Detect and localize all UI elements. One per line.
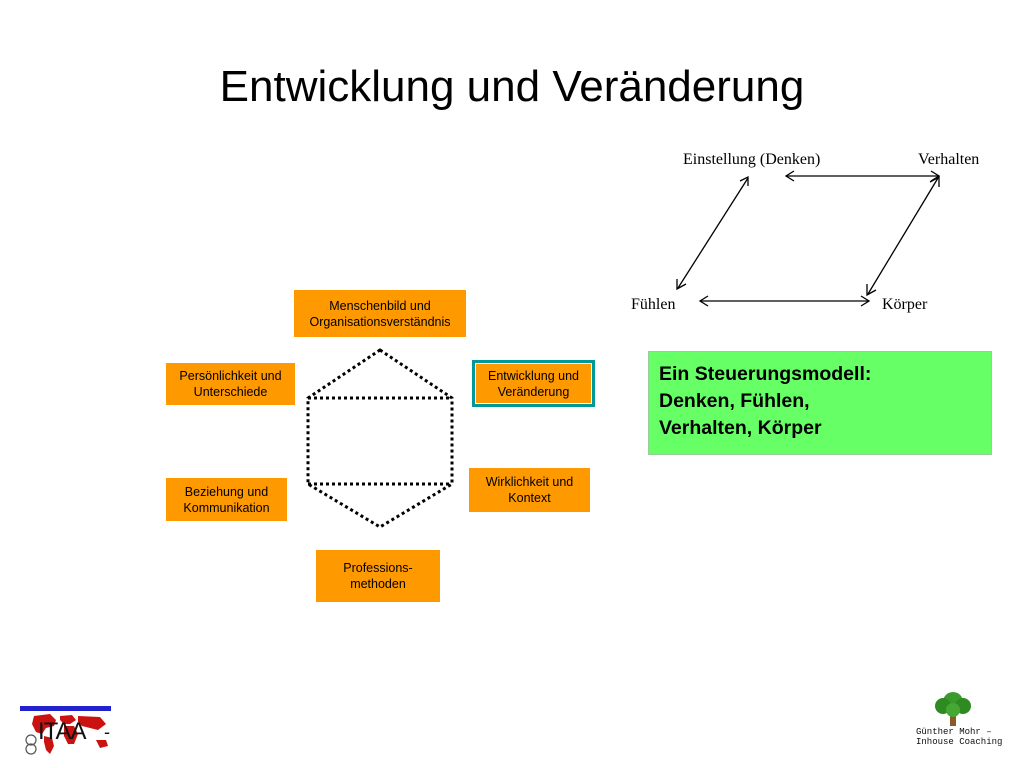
itaa-logo-dash: - — [104, 722, 110, 742]
steuerungsmodell-box: Ein Steuerungsmodell: Denken, Fühlen, Ve… — [648, 351, 992, 455]
box-persoenlichkeit: Persönlichkeit und Unterschiede — [166, 363, 295, 405]
steuerungsmodell-line2: Denken, Fühlen, — [659, 390, 810, 412]
steuerungsmodell-line1: Ein Steuerungsmodell: — [659, 363, 872, 385]
itaa-world-map-icon — [25, 714, 108, 755]
box-profession: Professions-methoden — [316, 550, 440, 602]
mohr-coaching-text: Günther Mohr – Inhouse Coaching — [916, 727, 1002, 747]
box-beziehung: Beziehung und Kommunikation — [166, 478, 287, 521]
steuerungsmodell-line3: Verhalten, Körper — [659, 417, 822, 439]
label-fuehlen: Fühlen — [631, 296, 676, 313]
slide-title: Entwicklung und Veränderung — [219, 62, 805, 111]
label-verhalten: Verhalten — [918, 151, 980, 168]
arrow-verhalten-koerper — [867, 177, 939, 295]
box-profession-label: Professions-methoden — [343, 561, 413, 591]
arrow-einstellung-fuehlen — [677, 177, 749, 289]
mohr-coaching-line1: Günther Mohr – — [916, 727, 992, 737]
box-menschenbild-label: Menschenbild und Organisationsverständni… — [309, 298, 451, 329]
label-einstellung: Einstellung (Denken) — [683, 151, 821, 168]
box-persoenlichkeit-label: Persönlichkeit und Unterschiede — [179, 369, 282, 399]
footer-blue-bar — [20, 706, 111, 711]
box-beziehung-label: Beziehung und Kommunikation — [183, 484, 270, 515]
box-entwicklung: Entwicklung und Veränderung — [472, 360, 595, 407]
box-entwicklung-label: Entwicklung und Veränderung — [487, 368, 580, 399]
tree-logo-icon — [935, 692, 971, 726]
box-wirklichkeit-label: Wirklichkeit und Kontext — [485, 475, 574, 505]
itaa-logo-text: ITAA — [38, 718, 87, 745]
box-menschenbild: Menschenbild und Organisationsverständni… — [294, 290, 466, 337]
label-koerper: Körper — [882, 296, 928, 313]
box-wirklichkeit: Wirklichkeit und Kontext — [469, 468, 590, 512]
mohr-coaching-line2: Inhouse Coaching — [916, 737, 1003, 747]
